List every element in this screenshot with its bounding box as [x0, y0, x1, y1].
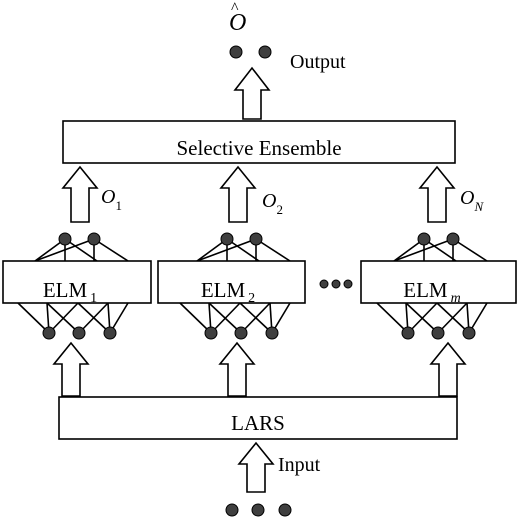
selective-ensemble-box: [62, 120, 456, 164]
elm-hidden-node: [249, 232, 263, 246]
branch-output-label-1: O1: [101, 186, 122, 213]
elm-input-node: [401, 326, 415, 340]
branch-output-arrow-n: [418, 165, 456, 223]
elm-box-m: [360, 260, 517, 304]
input-arrow: [237, 441, 275, 493]
elm-hidden-node: [446, 232, 460, 246]
elm-hidden-node: [87, 232, 101, 246]
input-node: [225, 503, 239, 517]
branch-output-arrow-1: [61, 165, 99, 223]
branch-output-arrow-2: [219, 165, 257, 223]
elm-box-2: [157, 260, 306, 304]
output-arrow: [233, 66, 271, 120]
elm-input-node: [234, 326, 248, 340]
elm-input-node: [462, 326, 476, 340]
branch-output-label-n: ON: [460, 187, 484, 214]
elm-hidden-node: [220, 232, 234, 246]
selective-ensemble-label: Selective Ensemble: [176, 136, 341, 160]
output-hat: ^: [231, 0, 239, 17]
ellipsis-dot: [319, 279, 329, 289]
output-symbol: O: [229, 10, 246, 36]
output-label: Output: [290, 51, 346, 73]
elm-input-node: [204, 326, 218, 340]
elm-hidden-node: [417, 232, 431, 246]
elm-input-node: [42, 326, 56, 340]
elm-input-node: [72, 326, 86, 340]
elm-input-node: [431, 326, 445, 340]
elm-hidden-node: [58, 232, 72, 246]
elm-input-node: [103, 326, 117, 340]
branch-output-label-2: O2: [262, 190, 283, 217]
ellipsis-dot: [331, 279, 341, 289]
lars-to-elm-arrow-1: [52, 341, 90, 397]
input-node: [278, 503, 292, 517]
output-node: [229, 45, 243, 59]
elm-box-1: [2, 260, 152, 304]
lars-box: [58, 396, 458, 440]
output-node: [258, 45, 272, 59]
ellipsis-dot: [343, 279, 353, 289]
lars-to-elm-arrow-m: [429, 341, 467, 397]
lars-label: LARS: [231, 411, 285, 435]
input-label: Input: [278, 454, 321, 476]
lars-to-elm-arrow-2: [218, 341, 256, 397]
elm-input-node: [265, 326, 279, 340]
input-node: [251, 503, 265, 517]
